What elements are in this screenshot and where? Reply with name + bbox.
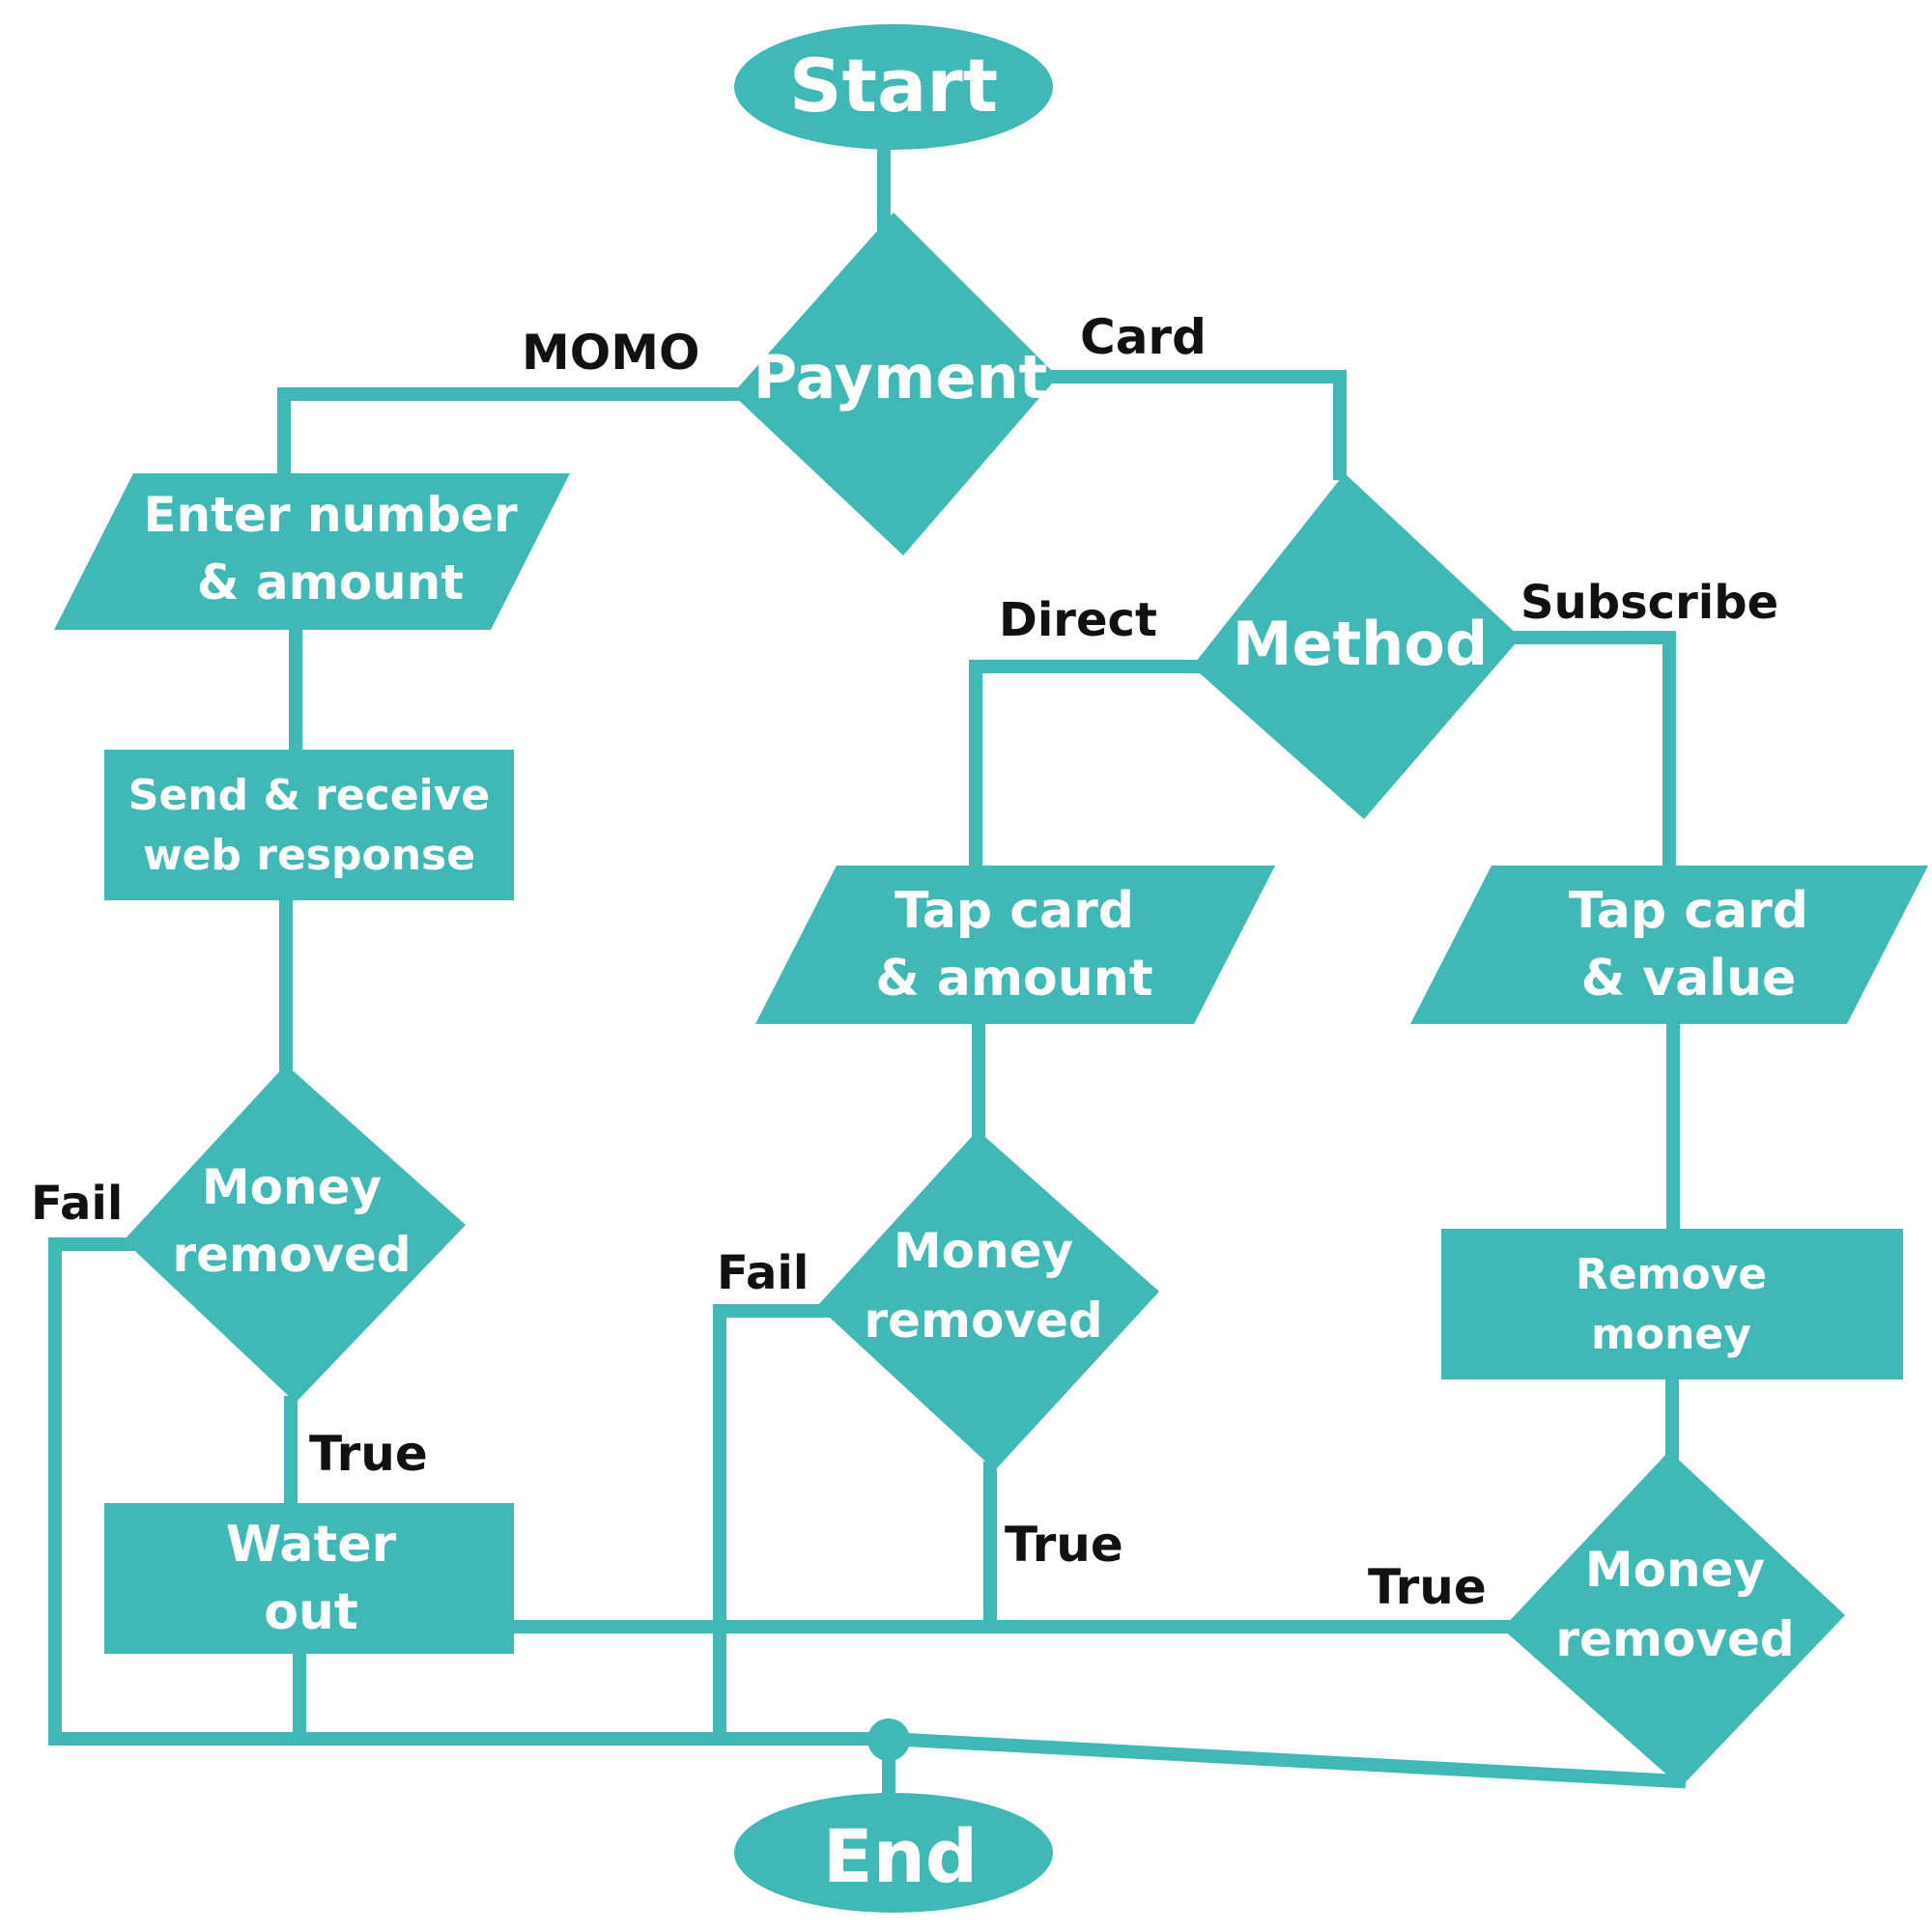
true-subscribe-label: True [1368, 1559, 1487, 1615]
card-label: Card [1080, 309, 1207, 365]
water-out-label-line2: out [264, 1583, 358, 1641]
momo-label: MOMO [522, 325, 700, 381]
true-momo-label: True [309, 1426, 428, 1482]
money-removed-direct-decision[interactable] [817, 1130, 1159, 1470]
money-removed-momo-label-line1: Money [202, 1159, 382, 1215]
edge-fail-momo [48, 1237, 134, 1746]
enter-number-input[interactable] [54, 473, 570, 630]
remove-money-label-line2: money [1591, 1310, 1751, 1359]
true-direct-label: True [1005, 1517, 1123, 1573]
fail-direct-label: Fail [717, 1246, 809, 1300]
money-removed-momo-decision[interactable] [124, 1065, 466, 1403]
shapes [54, 24, 1928, 1913]
connectors [48, 138, 1687, 1811]
start-terminal[interactable] [734, 24, 1053, 150]
money-removed-subscribe-label-line1: Money [1585, 1542, 1765, 1598]
edge-payment-card [1051, 370, 1347, 480]
tap-card-value-label-line1: Tap card [1569, 882, 1808, 940]
edge-method-subscribe [1514, 631, 1676, 872]
junction-dot [867, 1719, 910, 1761]
method-decision[interactable] [1192, 473, 1520, 819]
tap-card-amount-input[interactable] [755, 866, 1275, 1024]
money-removed-direct-label-line2: removed [864, 1293, 1102, 1349]
remove-money-label-line1: Remove [1576, 1250, 1767, 1299]
payment-decision[interactable] [732, 213, 1058, 555]
enter-number-label-line1: Enter number [143, 487, 518, 543]
remove-money-process[interactable] [1441, 1229, 1903, 1379]
water-out-label-line1: Water [226, 1516, 397, 1574]
edge-fail-direct [713, 1304, 830, 1746]
money-removed-subscribe-decision[interactable] [1502, 1451, 1845, 1787]
edge-labels: MOMO Card Direct Subscribe Fail True Fai… [31, 309, 1778, 1615]
money-removed-direct-label-line1: Money [894, 1223, 1073, 1279]
send-receive-label-line2: web response [143, 831, 475, 880]
edge-method-direct [969, 660, 1205, 872]
water-out-process[interactable] [104, 1503, 514, 1654]
edge-subscribe-end [881, 1731, 1687, 1789]
tap-card-value-input[interactable] [1410, 866, 1928, 1024]
end-label: End [823, 1813, 978, 1899]
start-label: Start [789, 43, 998, 128]
tap-card-amount-label-line2: & amount [875, 950, 1152, 1008]
tap-card-amount-label-line1: Tap card [895, 882, 1134, 940]
fail-momo-label: Fail [31, 1177, 123, 1231]
end-terminal[interactable] [734, 1793, 1053, 1913]
method-label: Method [1233, 609, 1489, 679]
send-receive-label-line1: Send & receive [128, 771, 490, 820]
node-labels: Start Payment Enter number & amount Send… [128, 43, 1808, 1899]
payment-label: Payment [753, 342, 1048, 412]
edge-payment-momo [277, 387, 739, 480]
send-receive-process[interactable] [104, 750, 514, 900]
subscribe-label: Subscribe [1520, 576, 1778, 630]
enter-number-label-line2: & amount [197, 554, 464, 611]
tap-card-value-label-line2: & value [1581, 950, 1797, 1008]
money-removed-momo-label-line2: removed [172, 1227, 411, 1283]
money-removed-subscribe-label-line2: removed [1555, 1611, 1794, 1667]
direct-label: Direct [999, 593, 1157, 647]
